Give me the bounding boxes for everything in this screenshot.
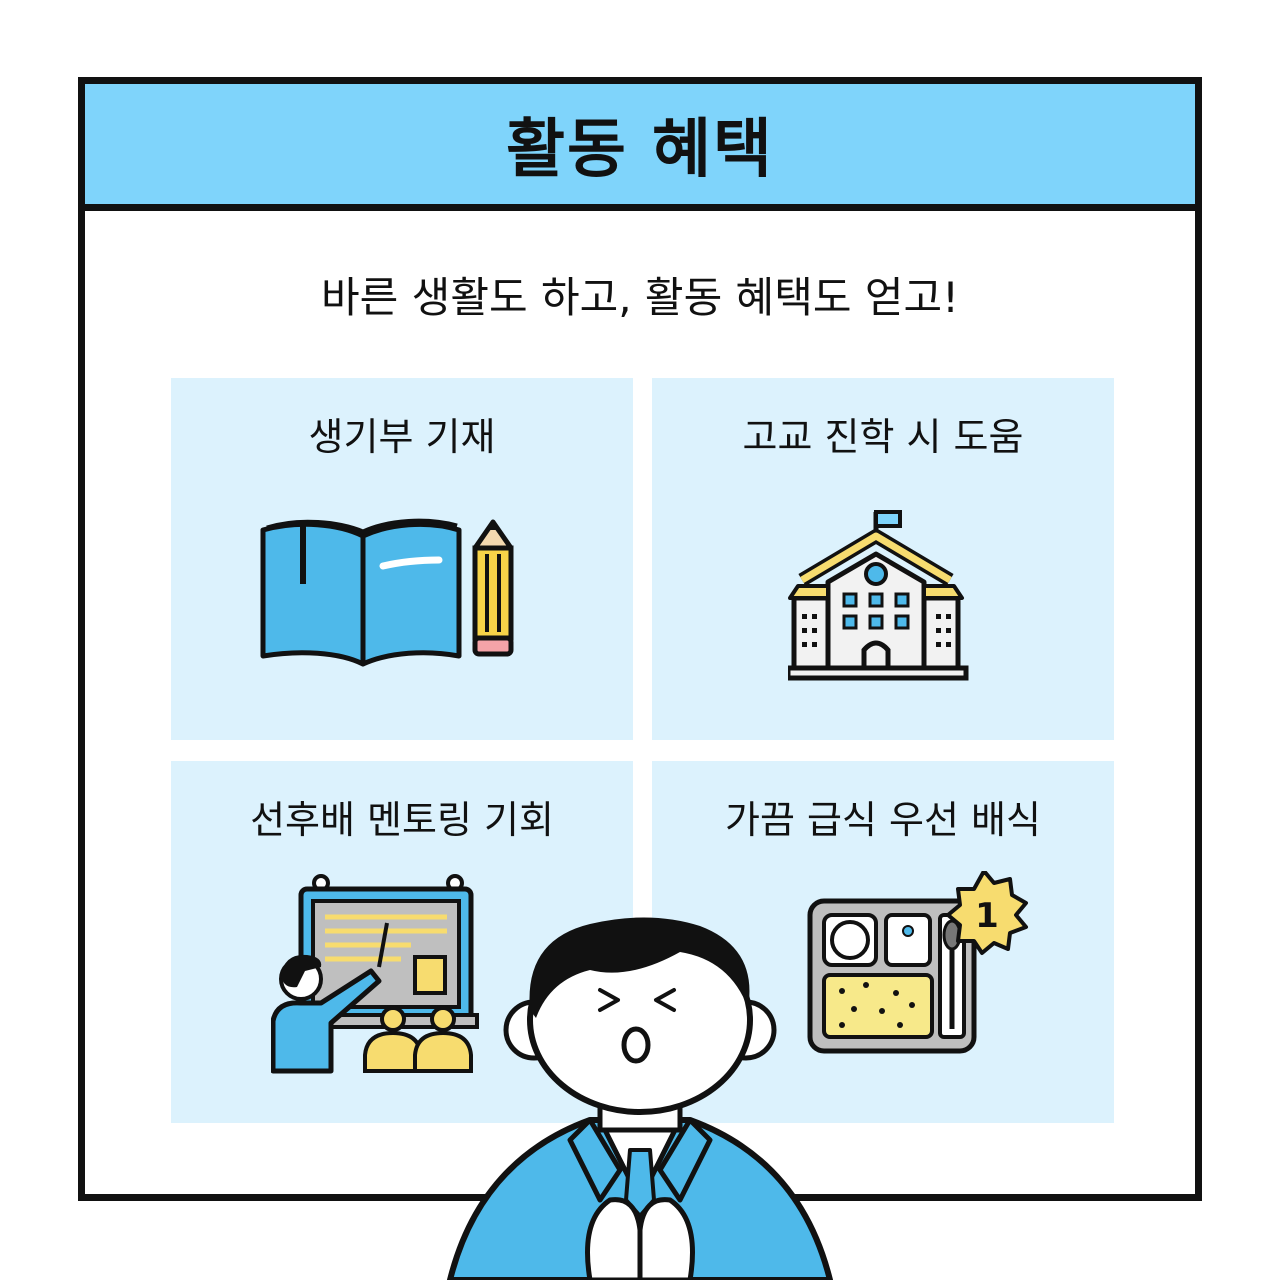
book-pencil-icon bbox=[260, 518, 514, 667]
school-building-icon bbox=[788, 510, 969, 681]
benefit-label: 선후배 멘토링 기회 bbox=[250, 798, 554, 842]
benefit-card-record: 생기부 기재 bbox=[171, 378, 633, 740]
benefit-card-highschool: 고교 진학 시 도움 bbox=[652, 378, 1114, 740]
mentoring-presentation-icon bbox=[271, 874, 479, 1074]
benefit-label: 가끔 급식 우선 배식 bbox=[725, 798, 1041, 842]
benefit-label: 생기부 기재 bbox=[308, 415, 496, 459]
subtitle: 바른 생활도 하고, 활동 혜택도 얻고! bbox=[321, 273, 959, 322]
header-bar: 활동 혜택 bbox=[85, 84, 1195, 211]
student-character bbox=[447, 917, 833, 1280]
lunch-tray-first-icon: 1 bbox=[807, 871, 1028, 1054]
page-title: 활동 혜택 bbox=[506, 113, 774, 187]
benefit-label: 고교 진학 시 도움 bbox=[742, 415, 1024, 459]
benefits-panel: 활동 혜택 바른 생활도 하고, 활동 혜택도 얻고! 생기부 기재 고교 진학… bbox=[78, 77, 1202, 1201]
badge-number: 1 bbox=[975, 896, 999, 936]
